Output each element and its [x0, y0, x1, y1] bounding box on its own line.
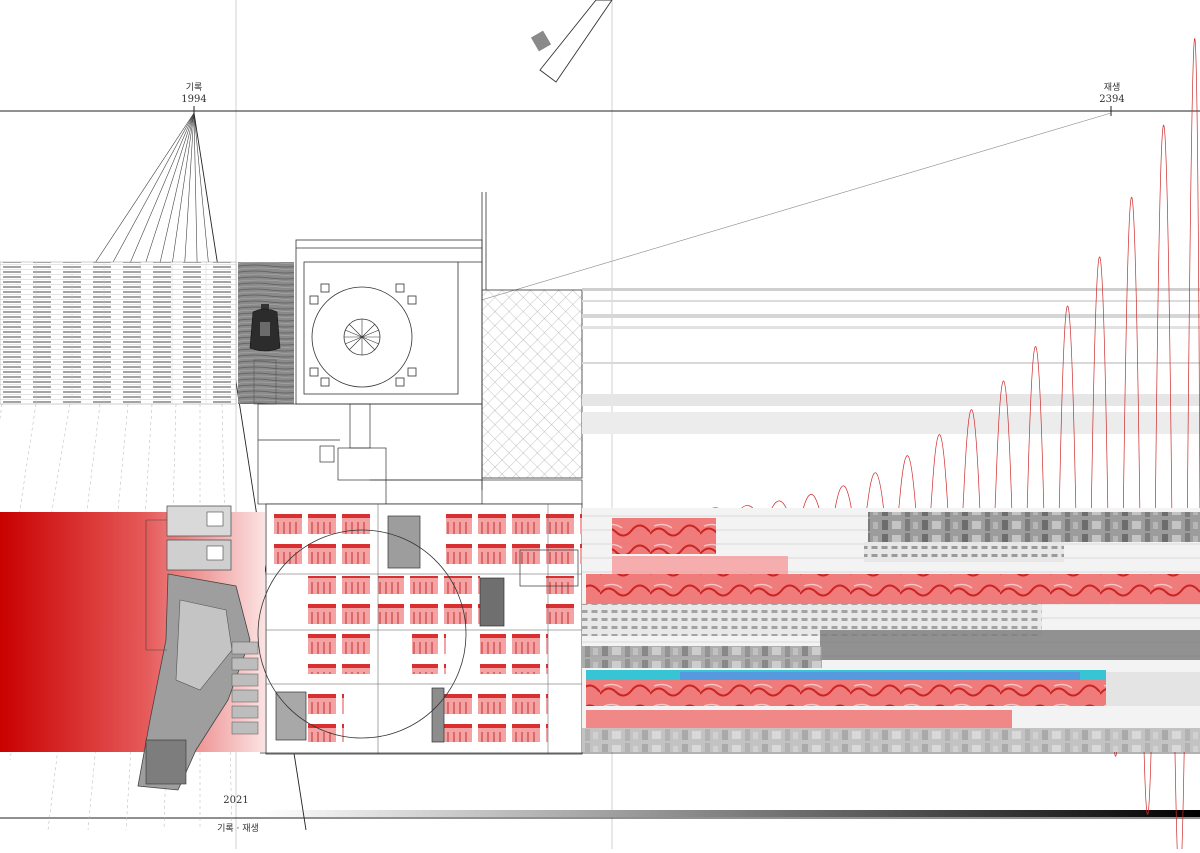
red-band-1	[586, 680, 1106, 706]
timeline-left-year: 1994	[181, 94, 207, 105]
north-fragment	[530, 0, 613, 83]
bottom-gradient-bar	[260, 810, 1200, 817]
grey-band-bottom	[1106, 672, 1200, 706]
red-equipment-grid-b	[446, 514, 582, 570]
red-photo-strip-1	[612, 556, 788, 574]
red-equipment-grid-e	[308, 634, 376, 674]
photo-strip-roof	[868, 512, 1200, 542]
grey-strata	[582, 288, 1200, 434]
red-equipment-grid-g	[480, 634, 548, 674]
red-equipment-grid-h	[308, 690, 344, 742]
pavilion-plan-icon	[295, 192, 487, 490]
red-equipment-grid-f	[412, 634, 446, 674]
timeline-right-title: 재생	[1103, 83, 1121, 93]
red-equipment-grid-c	[308, 576, 376, 626]
timeline-right-year: 2394	[1099, 94, 1125, 105]
temple-bell-icon	[249, 304, 281, 405]
photo-strip-building	[864, 542, 1064, 562]
timeline-left-title: 기록	[185, 83, 203, 93]
plan-lines	[266, 504, 582, 754]
archive-table-columns	[35, 262, 207, 404]
timeline-bottom-year: 2021	[223, 795, 249, 806]
archive-table	[0, 261, 237, 405]
industrial-machine-icon	[137, 505, 259, 791]
red-photo-strip-2	[586, 574, 1200, 604]
red-band-2	[586, 710, 1012, 728]
red-equipment-grid-a	[272, 514, 376, 570]
red-equipment-grid-j	[546, 576, 580, 626]
blue-band	[680, 672, 1080, 680]
red-equipment-grid-i	[444, 690, 548, 742]
timeline-bottom-caption: 기록 · 재생	[217, 824, 259, 834]
red-equipment-grid-d	[378, 576, 480, 626]
plan-circle	[257, 529, 467, 739]
photo-strip-dark	[820, 630, 1200, 660]
photo-strip-railing	[582, 728, 1200, 752]
plan-fixtures	[275, 515, 579, 743]
red-photo-tree	[612, 518, 716, 554]
hatched-courtyard	[481, 289, 583, 479]
photo-strip-trees	[582, 646, 822, 668]
